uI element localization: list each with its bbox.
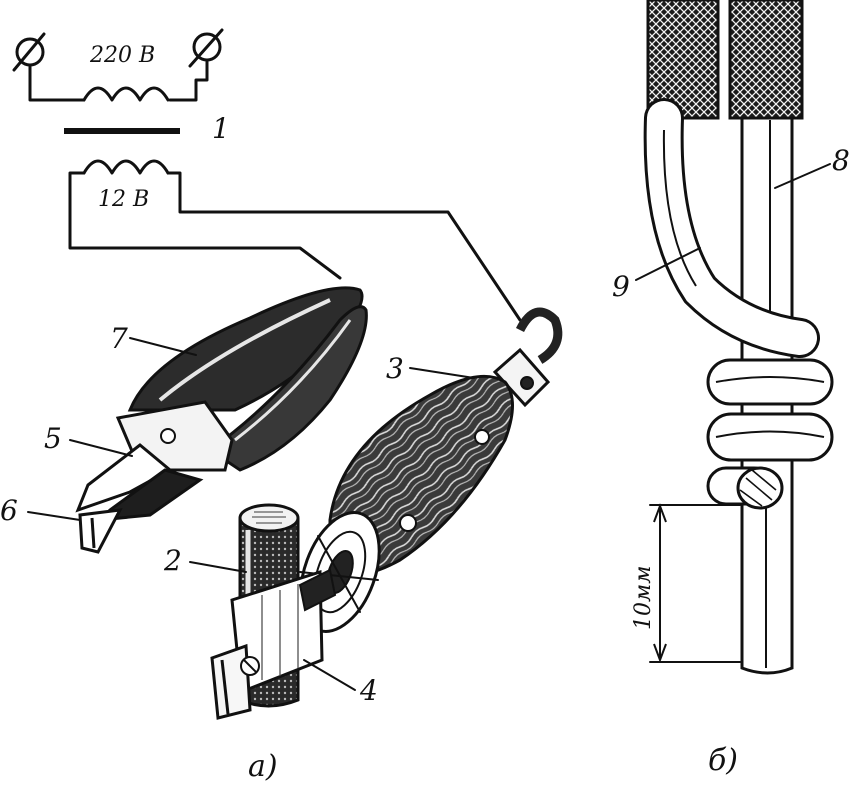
caption-a: а) [248,749,278,784]
knurled-handle-right [728,0,804,120]
callout-8: 8 [832,144,850,177]
rod-wrapping-view [643,0,834,675]
pliers-jaw-lower [95,468,204,522]
callout-4: 4 [359,674,378,707]
callout-3: 3 [386,352,404,385]
dimension-arrow-top-icon [653,503,667,523]
primary-wire-right [168,58,209,102]
callout-6-leader [27,511,81,521]
callout-2: 2 [163,544,182,577]
secondary-voltage-label: 12 В [98,187,149,212]
wire-end-section [736,466,784,510]
pliers-pivot-screw-icon [160,428,176,444]
primary-coil-icon [82,86,170,102]
pliers-jaw-upper [75,443,173,513]
dimension-label: 10мм [631,566,656,630]
coil-turn-1 [706,358,834,406]
primary-wire-left [28,63,86,102]
knurled-handle-left [646,0,720,120]
callout-6: 6 [0,494,18,527]
callout-3-leader [409,367,475,379]
callout-1: 1 [212,112,230,145]
holder-screw-upper-icon [474,429,490,445]
carbon-rod-top [238,503,300,533]
pliers-electrode-tip [78,508,123,554]
carbon-electrode-clamp [210,503,337,720]
callout-4-leader [303,659,356,691]
dimension-arrow-bottom-icon [653,643,667,663]
caption-b: б) [708,743,738,778]
coil-turn-2 [706,412,834,462]
callout-7: 7 [110,322,128,355]
callout-9: 9 [612,270,630,303]
clamp-tab [210,643,252,720]
secondary-wire-to-holder [166,171,522,322]
callout-2-leader [189,561,247,573]
callout-8-leader [774,163,831,189]
callout-5-leader [69,439,133,457]
secondary-coil-icon [82,159,170,175]
callout-5: 5 [44,422,62,455]
primary-voltage-label: 220 В [89,43,155,68]
holder-cable [515,307,563,364]
callout-9-leader [635,247,701,281]
pliers-electrode-holder [75,286,368,554]
holder-end-screw-icon [520,376,534,390]
callout-7-leader [129,337,197,356]
secondary-wire-to-pliers [68,171,342,280]
holder-screw-lower-icon [399,514,417,532]
holder-wooden-body [328,374,514,577]
transformer-circuit [12,28,522,322]
holder-end-fitting [492,347,551,408]
